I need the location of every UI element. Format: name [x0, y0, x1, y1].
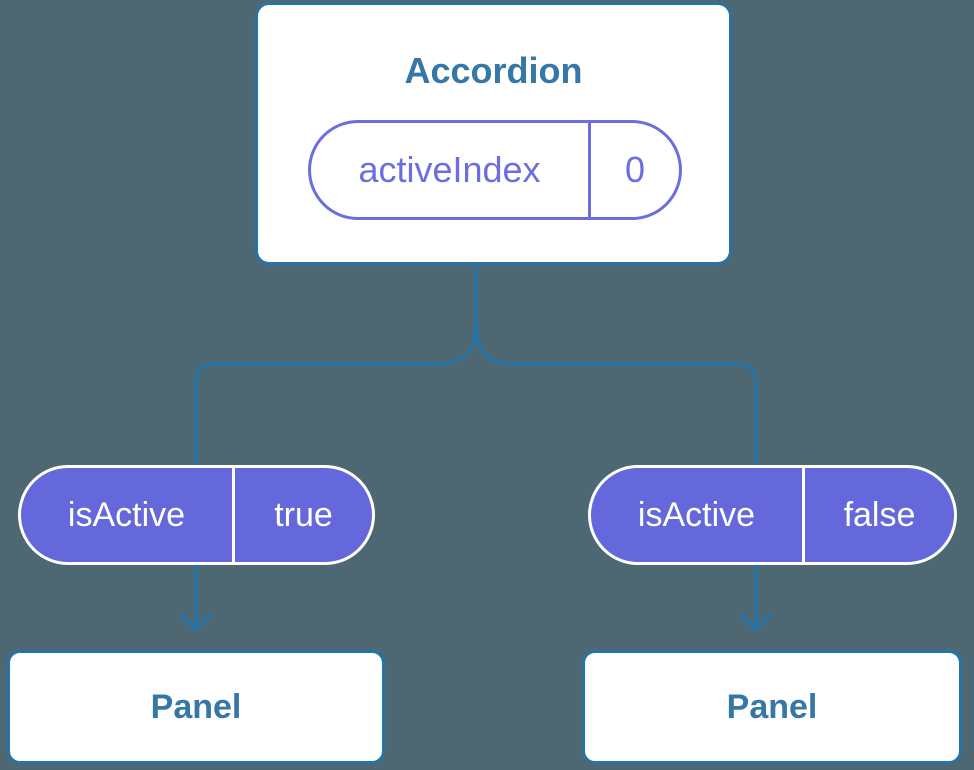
prop-name-label: isActive — [67, 496, 186, 534]
panel-node-right: Panel — [582, 650, 962, 764]
state-name-label: activeIndex — [358, 149, 541, 190]
arrowhead-left-icon — [180, 613, 212, 632]
pill-divider — [232, 468, 235, 562]
panel-title: Panel — [150, 687, 242, 726]
prop-value-label: false — [843, 496, 916, 534]
accordion-title: Accordion — [404, 50, 583, 91]
prop-pill-isactive-true: isActive true — [18, 465, 375, 565]
arrowhead-right-icon — [740, 613, 772, 632]
accordion-node: Accordion activeIndex 0 — [255, 2, 732, 265]
pill-divider — [802, 468, 805, 562]
prop-pill-isactive-false: isActive false — [588, 465, 957, 565]
prop-value-label: true — [274, 496, 333, 534]
prop-name-label: isActive — [637, 496, 756, 534]
connector-right — [474, 265, 758, 629]
connector-left — [194, 265, 478, 629]
panel-title: Panel — [726, 687, 818, 726]
panel-node-left: Panel — [7, 650, 385, 764]
state-pill: activeIndex 0 — [308, 120, 682, 220]
pill-divider — [588, 123, 591, 217]
state-value-label: 0 — [624, 149, 646, 190]
